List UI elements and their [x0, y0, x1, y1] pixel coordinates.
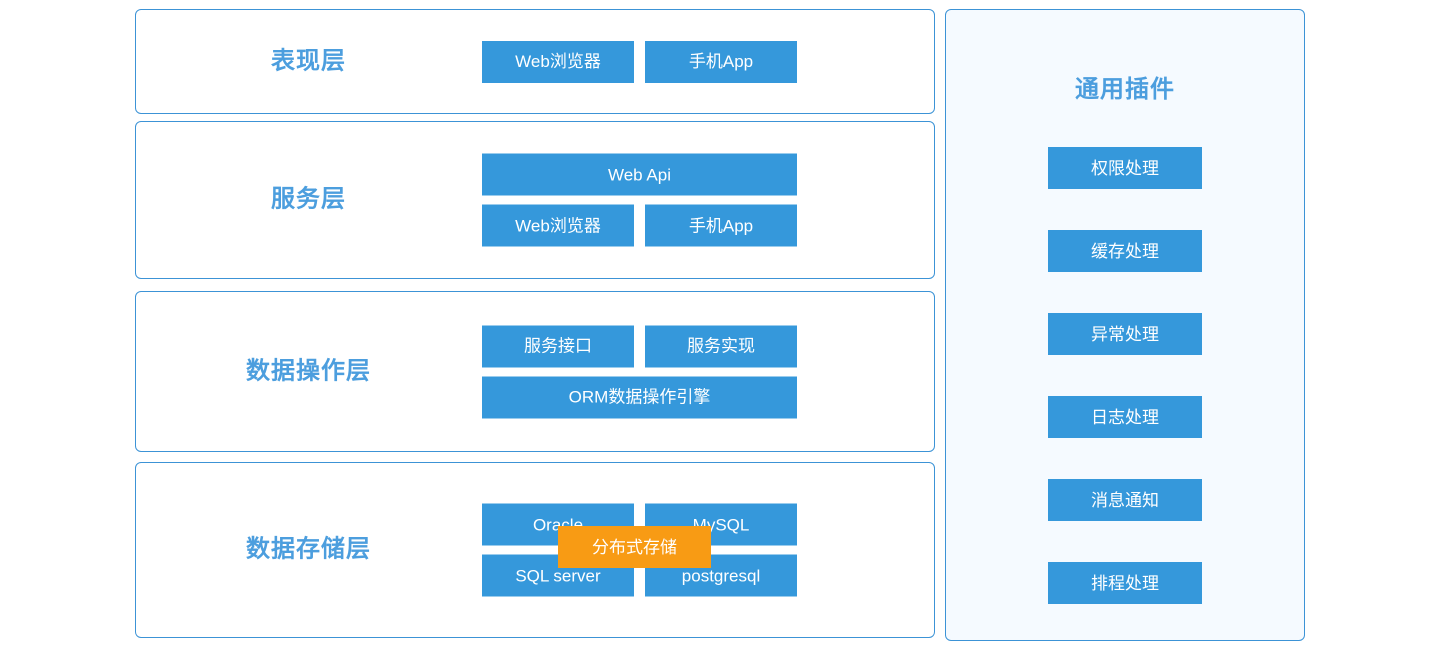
component-box-orm-engine[interactable]: ORM数据操作引擎 — [482, 376, 797, 418]
layer-panel-data-storage: 数据存储层 Oracle MySQL SQL server postgresql — [135, 462, 935, 638]
layer-title-data-storage: 数据存储层 — [246, 535, 371, 563]
component-box-web-api[interactable]: Web Api — [482, 153, 797, 196]
component-box-service-interface[interactable]: 服务接口 — [482, 325, 634, 367]
component-box-web-browser[interactable]: Web浏览器 — [482, 204, 634, 247]
component-box-service-implementation[interactable]: 服务实现 — [645, 325, 797, 367]
box-row: Web浏览器 手机App — [482, 40, 797, 83]
component-box-sql-server[interactable]: SQL server — [482, 554, 634, 597]
side-panel-title: 通用插件 — [1075, 76, 1175, 103]
plugin-box-log[interactable]: 日志处理 — [1048, 396, 1202, 438]
layer-panel-data-operation: 数据操作层 服务接口 服务实现 ORM数据操作引擎 — [135, 291, 935, 452]
plugin-box-message-notification[interactable]: 消息通知 — [1048, 479, 1202, 521]
component-box-mobile-app[interactable]: 手机App — [645, 40, 797, 83]
layer-title-service: 服务层 — [271, 185, 346, 213]
box-row: SQL server postgresql — [482, 554, 797, 597]
layer-box-area-service: Web Api Web浏览器 手机App — [482, 122, 934, 278]
component-box-postgresql[interactable]: postgresql — [645, 554, 797, 597]
plugin-box-exception[interactable]: 异常处理 — [1048, 313, 1202, 355]
box-row: 服务接口 服务实现 — [482, 325, 797, 367]
component-box-mobile-app[interactable]: 手机App — [645, 204, 797, 247]
layer-title-data-operation: 数据操作层 — [246, 357, 371, 385]
box-row: ORM数据操作引擎 — [482, 376, 797, 418]
side-panel-common-plugins: 通用插件 权限处理 缓存处理 异常处理 日志处理 消息通知 排程处理 — [945, 9, 1305, 641]
layer-box-area-presentation: Web浏览器 手机App — [482, 10, 934, 113]
component-box-distributed-storage[interactable]: 分布式存储 — [558, 526, 711, 568]
plugin-box-scheduler[interactable]: 排程处理 — [1048, 562, 1202, 604]
plugin-box-permission[interactable]: 权限处理 — [1048, 147, 1202, 189]
plugin-list: 权限处理 缓存处理 异常处理 日志处理 消息通知 排程处理 — [946, 147, 1304, 604]
layer-panel-presentation: 表现层 Web浏览器 手机App — [135, 9, 935, 114]
layer-panel-service: 服务层 Web Api Web浏览器 手机App — [135, 121, 935, 279]
plugin-box-cache[interactable]: 缓存处理 — [1048, 230, 1202, 272]
layer-box-area-data-operation: 服务接口 服务实现 ORM数据操作引擎 — [482, 292, 934, 451]
box-row: Web Api — [482, 153, 797, 196]
layer-title-presentation: 表现层 — [271, 47, 346, 75]
box-row: Web浏览器 手机App — [482, 204, 797, 247]
component-box-web-browser[interactable]: Web浏览器 — [482, 40, 634, 83]
